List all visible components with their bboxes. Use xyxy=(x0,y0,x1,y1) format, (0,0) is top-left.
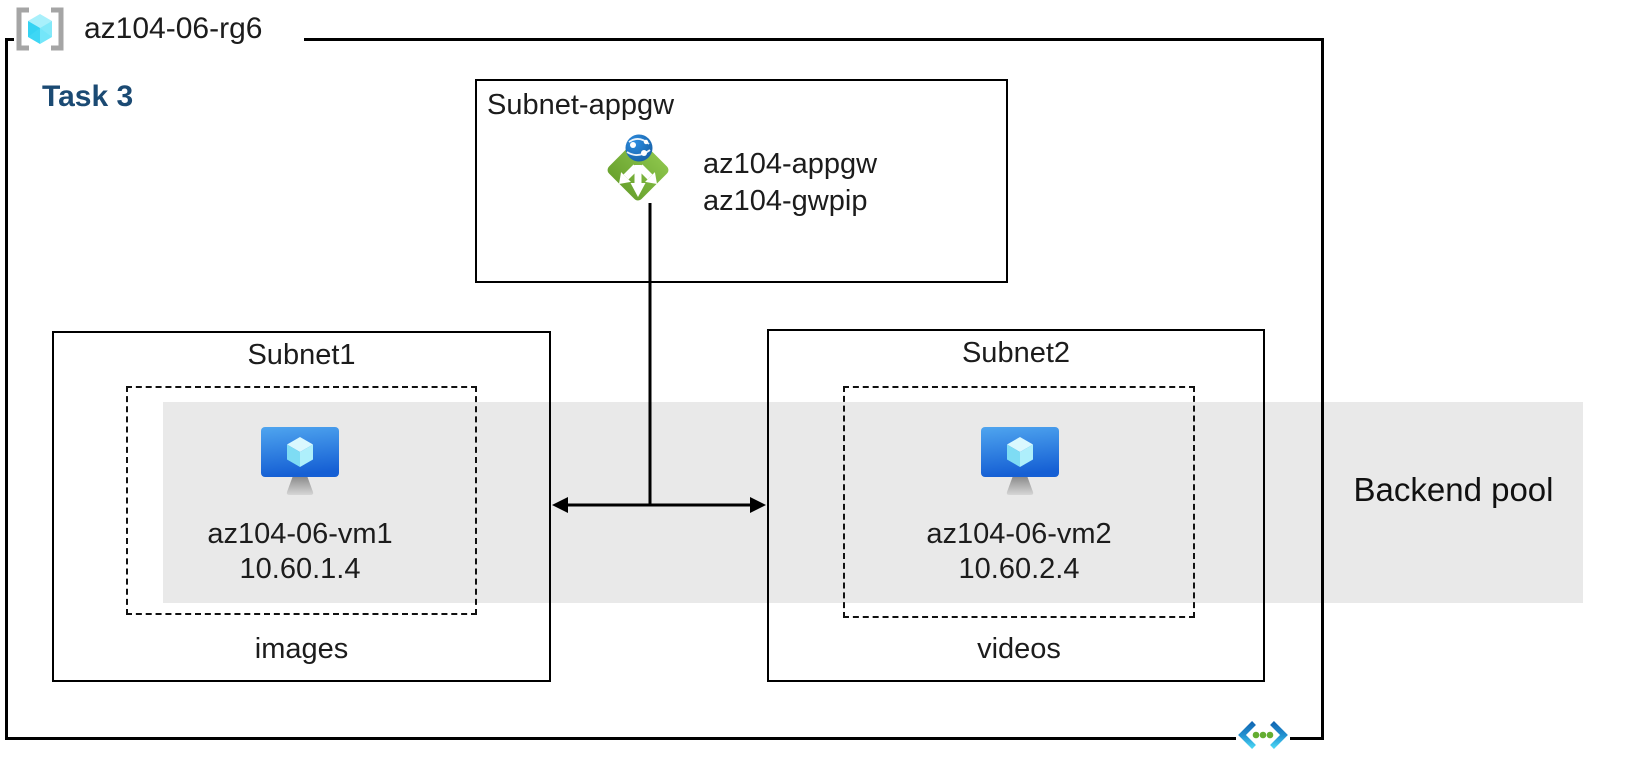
subnet1-box xyxy=(52,331,551,682)
monitor-stand xyxy=(286,477,314,495)
backend-pool-band xyxy=(163,402,1583,603)
task-label: Task 3 xyxy=(42,80,134,113)
application-gateway-icon xyxy=(607,134,669,201)
arrowhead-left xyxy=(552,497,568,513)
chevron-right xyxy=(1270,721,1288,749)
resource-group-icon xyxy=(14,6,66,52)
appgw-pip: az104-gwpip xyxy=(703,185,868,217)
subnet2-storage-label: videos xyxy=(977,633,1061,665)
vm1-name: az104-06-vm1 xyxy=(207,518,393,550)
resource-group-title-backdrop xyxy=(64,35,304,44)
subnet1-storage-label: images xyxy=(254,633,349,665)
appgw-name: az104-appgw xyxy=(703,148,878,180)
arrowhead-right xyxy=(750,497,766,513)
virtual-network-icon xyxy=(1236,719,1290,751)
backend-pool-label: Backend pool xyxy=(1353,471,1554,508)
bracket-right xyxy=(51,7,64,51)
subnet-appgw-title: Subnet-appgw xyxy=(487,89,675,121)
virtual-machine-icon xyxy=(261,427,339,495)
resource-group-name: az104-06-rg6 xyxy=(84,12,263,45)
appgw-labels: az104-appgw az104-gwpip xyxy=(703,146,877,220)
vm2-name: az104-06-vm2 xyxy=(926,518,1112,550)
vm2-caption: az104-06-vm2 10.60.2.4 xyxy=(869,517,1169,587)
subnet1-backend-dashed-box xyxy=(126,386,477,615)
subnet1-title: Subnet1 xyxy=(247,339,356,371)
subnet2-backend-dashed-box xyxy=(843,386,1195,618)
vm1-ip: 10.60.1.4 xyxy=(239,553,361,585)
vm1-caption: az104-06-vm1 10.60.1.4 xyxy=(150,517,450,587)
subnet2-box xyxy=(767,329,1265,682)
vm2-ip: 10.60.2.4 xyxy=(958,553,1080,585)
chevron-left xyxy=(1238,721,1256,749)
monitor-stand xyxy=(1006,477,1034,495)
subnet-appgw-box xyxy=(475,79,1008,283)
subnet2-title: Subnet2 xyxy=(961,337,1071,369)
virtual-machine-icon xyxy=(981,427,1059,495)
bracket-left xyxy=(16,7,29,51)
connector-arrows xyxy=(552,203,766,513)
resource-group-box xyxy=(5,38,1324,740)
